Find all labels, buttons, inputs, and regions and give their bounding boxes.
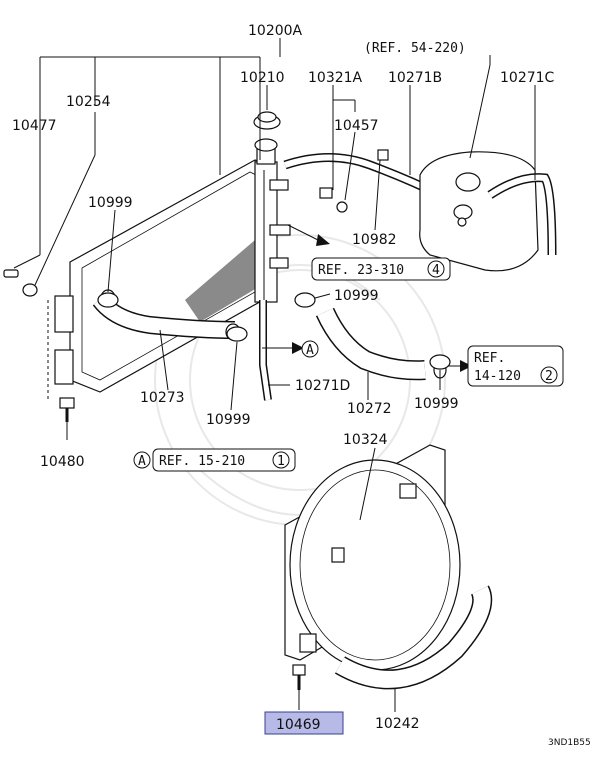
ref-15-210-number: 1 (277, 454, 285, 469)
hose-clamps (97, 292, 451, 370)
reference-arrows (262, 224, 472, 372)
ref-15-210-box (152, 448, 296, 472)
ref-14-120-line2: 14-120 (474, 369, 521, 384)
label-10271C: 10271C (500, 70, 555, 86)
shroud-bolt (292, 664, 306, 690)
hose-bracket-bolt (319, 187, 348, 213)
ref-14-120-box (467, 345, 564, 387)
highlight-box (264, 711, 344, 735)
fan-shroud (284, 444, 461, 671)
ref-54-220: (REF. 54-220) (364, 41, 466, 56)
label-10271B: 10271B (388, 70, 442, 86)
label-10999-bottom-right: 10999 (414, 396, 459, 412)
diagram-code: 3ND1B55 (548, 738, 591, 748)
label-10242: 10242 (375, 716, 420, 732)
label-10321A: 10321A (308, 70, 363, 86)
ref-15-210-circle (272, 451, 290, 469)
label-10999-mid-right: 10999 (334, 288, 379, 304)
drain-plug (3, 269, 38, 297)
ref-23-310-box (311, 257, 451, 281)
label-10254: 10254 (66, 94, 111, 110)
part-labels: 10200A 10210 10321A 10271B 10271C 10254 … (12, 23, 555, 732)
label-10477: 10477 (12, 118, 57, 134)
leader-lines (13, 38, 536, 712)
radiator-cap (253, 111, 281, 130)
label-10273: 10273 (140, 390, 185, 406)
ref-14-120-number: 2 (545, 369, 553, 384)
label-10999-top-left: 10999 (88, 195, 133, 211)
shroud-ring (334, 585, 493, 690)
label-10480: 10480 (40, 454, 85, 470)
ref-23-310: REF. 23-310 (318, 263, 404, 278)
label-10982: 10982 (352, 232, 397, 248)
label-10210: 10210 (240, 70, 285, 86)
callout-a-bottom: A (138, 454, 146, 469)
label-10200A: 10200A (248, 23, 303, 39)
reference-labels: (REF. 54-220) REF. 23-310 4 REF. 14-120 … (133, 41, 564, 472)
ref-23-310-number: 4 (432, 263, 440, 278)
label-10999-bottom-mid: 10999 (206, 412, 251, 428)
reservoir-tank (419, 151, 539, 272)
label-10469: 10469 (276, 717, 321, 733)
mount-bolt (59, 397, 75, 422)
ref-14-120-circle (540, 366, 558, 384)
reservoir-hose (487, 173, 557, 256)
callout-a-circle-bottom (133, 451, 151, 469)
ref-15-210: REF. 15-210 (159, 454, 245, 469)
label-10271D: 10271D (295, 378, 350, 394)
drain-hose (259, 300, 272, 401)
lower-hose (315, 307, 447, 381)
ref-23-310-circle (427, 260, 445, 278)
label-10324: 10324 (343, 432, 388, 448)
label-10457: 10457 (334, 118, 379, 134)
callout-a-top: A (306, 343, 314, 358)
callout-a-circle-top (301, 340, 319, 358)
ref-14-120-line1: REF. (474, 351, 505, 366)
highlighted-part-10469[interactable]: 10469 (264, 711, 344, 735)
overflow-hose (283, 149, 443, 200)
label-10272: 10272 (347, 401, 392, 417)
